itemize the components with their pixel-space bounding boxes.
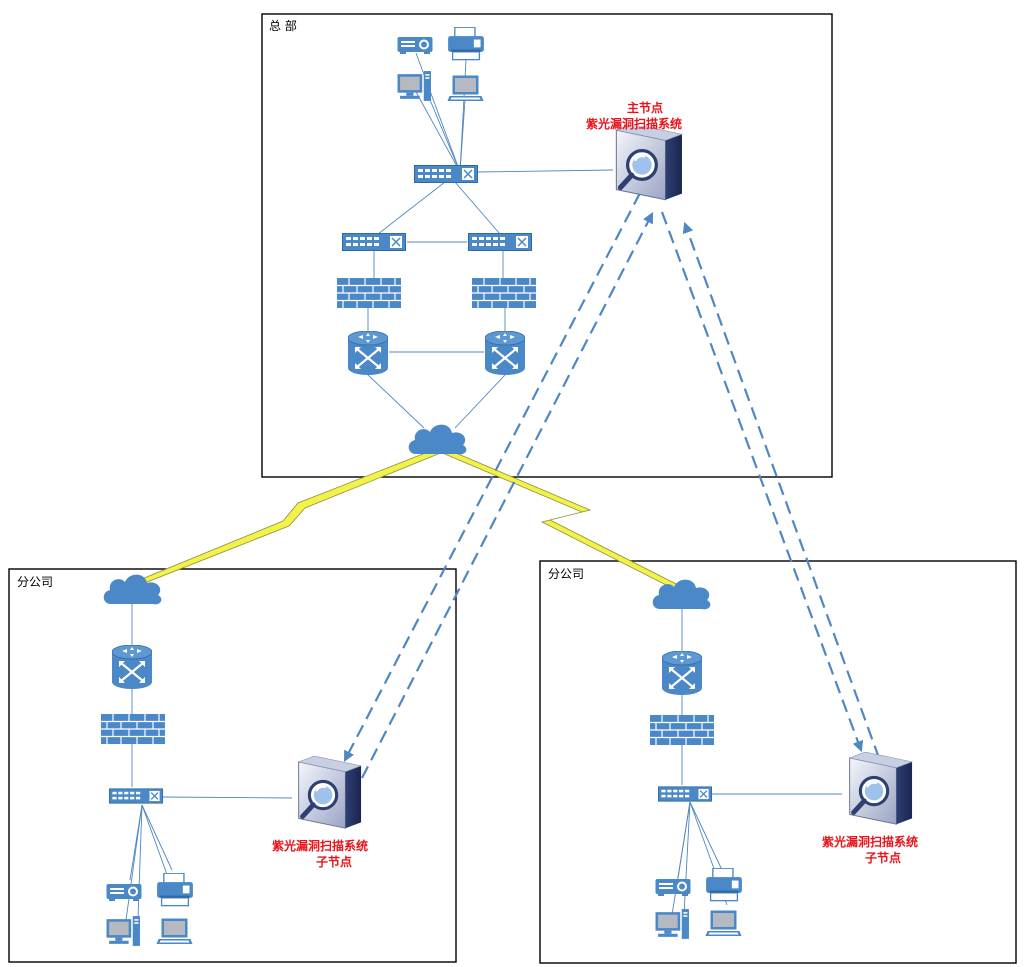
main-scanner-icon <box>616 124 682 200</box>
branch-right-box <box>539 560 1017 964</box>
hq-laptop-icon <box>447 75 484 101</box>
branch-left-box <box>8 568 457 963</box>
branch-left-projector-icon <box>106 884 142 901</box>
hq-projector-icon <box>397 37 433 54</box>
branch-right-router-icon <box>662 651 702 695</box>
branch-right-node-label-line2: 子节点 <box>865 850 901 865</box>
hq-pc-icon <box>397 71 431 101</box>
branch-left-label: 分公司 <box>17 575 53 589</box>
hq-router-right-icon <box>485 331 525 375</box>
branch-right-node-label-line1: 紫光漏洞扫描系统 <box>822 834 918 849</box>
hq-switch-right-icon <box>468 233 532 251</box>
branch-right-laptop-icon <box>705 910 742 936</box>
branch-left-pc-icon <box>106 916 140 946</box>
branch-right-label: 分公司 <box>548 567 584 581</box>
branch-left-switch-icon <box>109 788 163 804</box>
hq-firewall-right-icon <box>472 278 536 308</box>
branch-right-projector-icon <box>655 879 691 896</box>
hq-router-left-icon <box>348 331 388 375</box>
main-node-label-line2: 紫光漏洞扫描系统 <box>586 116 682 131</box>
scanner-links <box>343 192 881 779</box>
branch-right-pc-icon <box>655 909 689 939</box>
headquarters-label: 总 部 <box>269 18 297 33</box>
branch-left-firewall-icon <box>101 714 165 744</box>
hq-links <box>367 52 614 429</box>
branch-right-switch-icon <box>658 786 712 802</box>
branch-left-router-icon <box>112 645 152 689</box>
branch-left-node-label-line2: 子节点 <box>316 854 352 869</box>
branch-right-scanner-icon <box>850 752 912 824</box>
branch-left-node-label-line1: 紫光漏洞扫描系统 <box>272 838 368 853</box>
main-node-label-line1: 主节点 <box>627 100 663 115</box>
branch-left-scanner-icon <box>299 756 361 828</box>
branch-right-links <box>671 608 842 916</box>
hq-switch-left-icon <box>342 233 406 251</box>
hq-core-switch-icon <box>414 165 478 183</box>
branch-left-laptop-icon <box>156 918 193 944</box>
hq-firewall-left-icon <box>337 278 401 308</box>
branch-right-firewall-icon <box>650 715 714 745</box>
